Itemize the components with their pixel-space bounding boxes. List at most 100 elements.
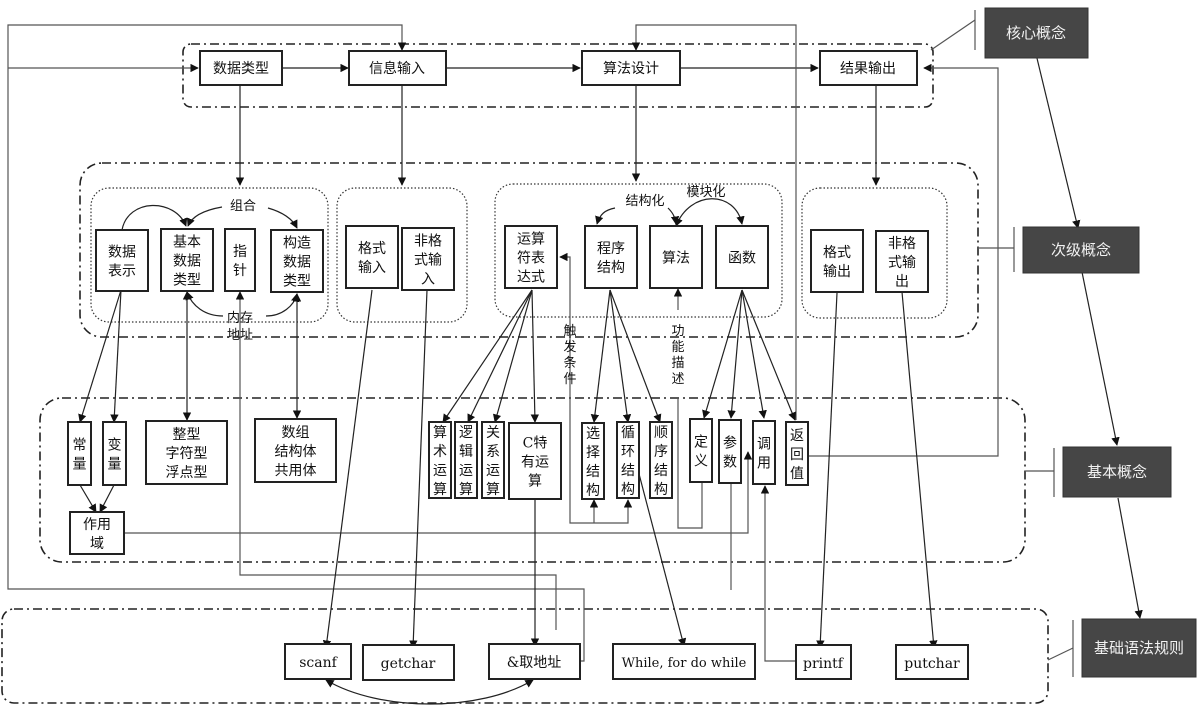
node-relation-op-label-line: 系 [486,444,500,460]
node-loop-label-line: 循 [621,425,635,441]
node-c-special-op-label-line: C特 [523,435,548,451]
node-call-label-line: 用 [757,455,771,471]
input-group [336,187,468,323]
node-call[interactable]: 调用 [752,420,776,485]
label-function-description: 功 [671,324,684,339]
node-relation-op-label-line: 运 [486,463,500,479]
label-structured: 结构化 [625,194,664,209]
level-secondary[interactable]: 次级概念 [1022,226,1140,274]
node-primitive-types-label-line: 浮点型 [166,465,208,481]
edge-op-logic [467,289,533,423]
node-algorithm-design[interactable]: 算法设计 [581,50,681,86]
node-unformatted-output-label-line: 式输 [888,255,916,271]
node-loop-label-line: 结 [621,463,635,479]
label-function-description: 能 [671,340,684,355]
node-basic-data-type-label-line: 数据 [173,253,201,269]
label-trigger-condition: 条 [563,355,576,371]
edge-combine-1 [121,204,188,231]
edge-trigger-loop [569,398,633,524]
node-scanf[interactable]: scanf [284,643,352,680]
node-printf[interactable]: printf [795,644,852,680]
node-address-of[interactable]: &取地址 [488,643,581,680]
node-composite-types-label-line: 数组 [282,425,310,441]
node-return-value-label-line: 返 [790,428,804,444]
level-basic[interactable]: 基本概念 [1062,446,1172,498]
node-data-repr-label-line: 表示 [108,263,136,279]
node-getchar[interactable]: getchar [362,644,455,681]
node-data-repr-label-line: 数据 [108,244,136,260]
node-pointer[interactable]: 指针 [224,228,256,292]
node-return-value-label-line: 回 [790,447,804,463]
node-loop-label-line: 构 [621,482,635,498]
edge-loop-to-info-input [7,24,407,68]
edge-variable-scope [99,484,115,513]
node-parameter-label-line: 参 [723,434,737,451]
node-variable[interactable]: 变量 [102,421,127,486]
edge-memory-1 [185,291,224,317]
node-putchar[interactable]: putchar [895,644,969,680]
label-memory-address: 内存 [227,310,253,326]
edge-fmtinput-scanf [322,289,373,649]
node-scope-label-line: 作用 [83,517,111,533]
node-primitive-types-label-line: 整型 [173,427,201,443]
node-sequence-label-line: 顺 [654,425,668,441]
node-unformatted-input-label-line: 式输 [414,252,442,268]
level-secondary-label: 次级概念 [1051,241,1111,259]
edge-constant-scope [79,484,97,513]
node-definition-label-line: 定 [694,434,708,450]
node-result-output[interactable]: 结果输出 [819,50,918,86]
syntax-bracket-link [1047,647,1074,661]
node-selection-label-line: 结 [586,464,600,480]
node-loops[interactable]: While, for do while [612,643,756,680]
edge-combine-2 [186,206,223,227]
node-operator-expr-label-line: 达式 [517,269,545,285]
node-function[interactable]: 函数 [715,225,769,289]
edge-return-to-output [808,63,999,457]
edge-loop-while [637,469,687,647]
node-return-value[interactable]: 返回值 [785,421,809,486]
edge-description-definition [677,398,703,529]
edge-printf-call [760,485,796,662]
node-address-of-label: &取地址 [507,655,561,671]
node-constructed-type-label-line: 数据 [283,254,311,270]
node-printf-label: printf [803,656,845,672]
node-algorithm[interactable]: 算法 [649,225,703,289]
node-scope[interactable]: 作用域 [69,511,125,555]
node-data-type[interactable]: 数据类型 [199,50,283,86]
level-core[interactable]: 核心概念 [984,7,1089,59]
node-selection-label-line: 构 [586,483,600,499]
node-definition-label-line: 义 [694,453,708,469]
edge-level-core-secondary [1034,49,1081,229]
node-constant[interactable]: 常量 [67,421,92,486]
node-parameter[interactable]: 参数 [718,419,742,484]
node-info-input[interactable]: 信息输入 [348,50,447,86]
node-putchar-label: putchar [904,656,960,672]
secondary-nodes: 数据表示基本数据类型指针构造数据类型格式输入非格式输入运算符表达式程序结构算法函… [95,225,929,293]
edge-scope-parameter [124,451,753,534]
node-definition[interactable]: 定义 [689,418,713,483]
level-syntax[interactable]: 基础语法规则 [1081,618,1197,678]
connectors [7,10,1143,705]
node-unformatted-output-label-line: 非格 [888,236,916,252]
node-c-special-op-label-line: 算 [528,473,542,489]
secondary-layer-boundary [79,162,979,338]
